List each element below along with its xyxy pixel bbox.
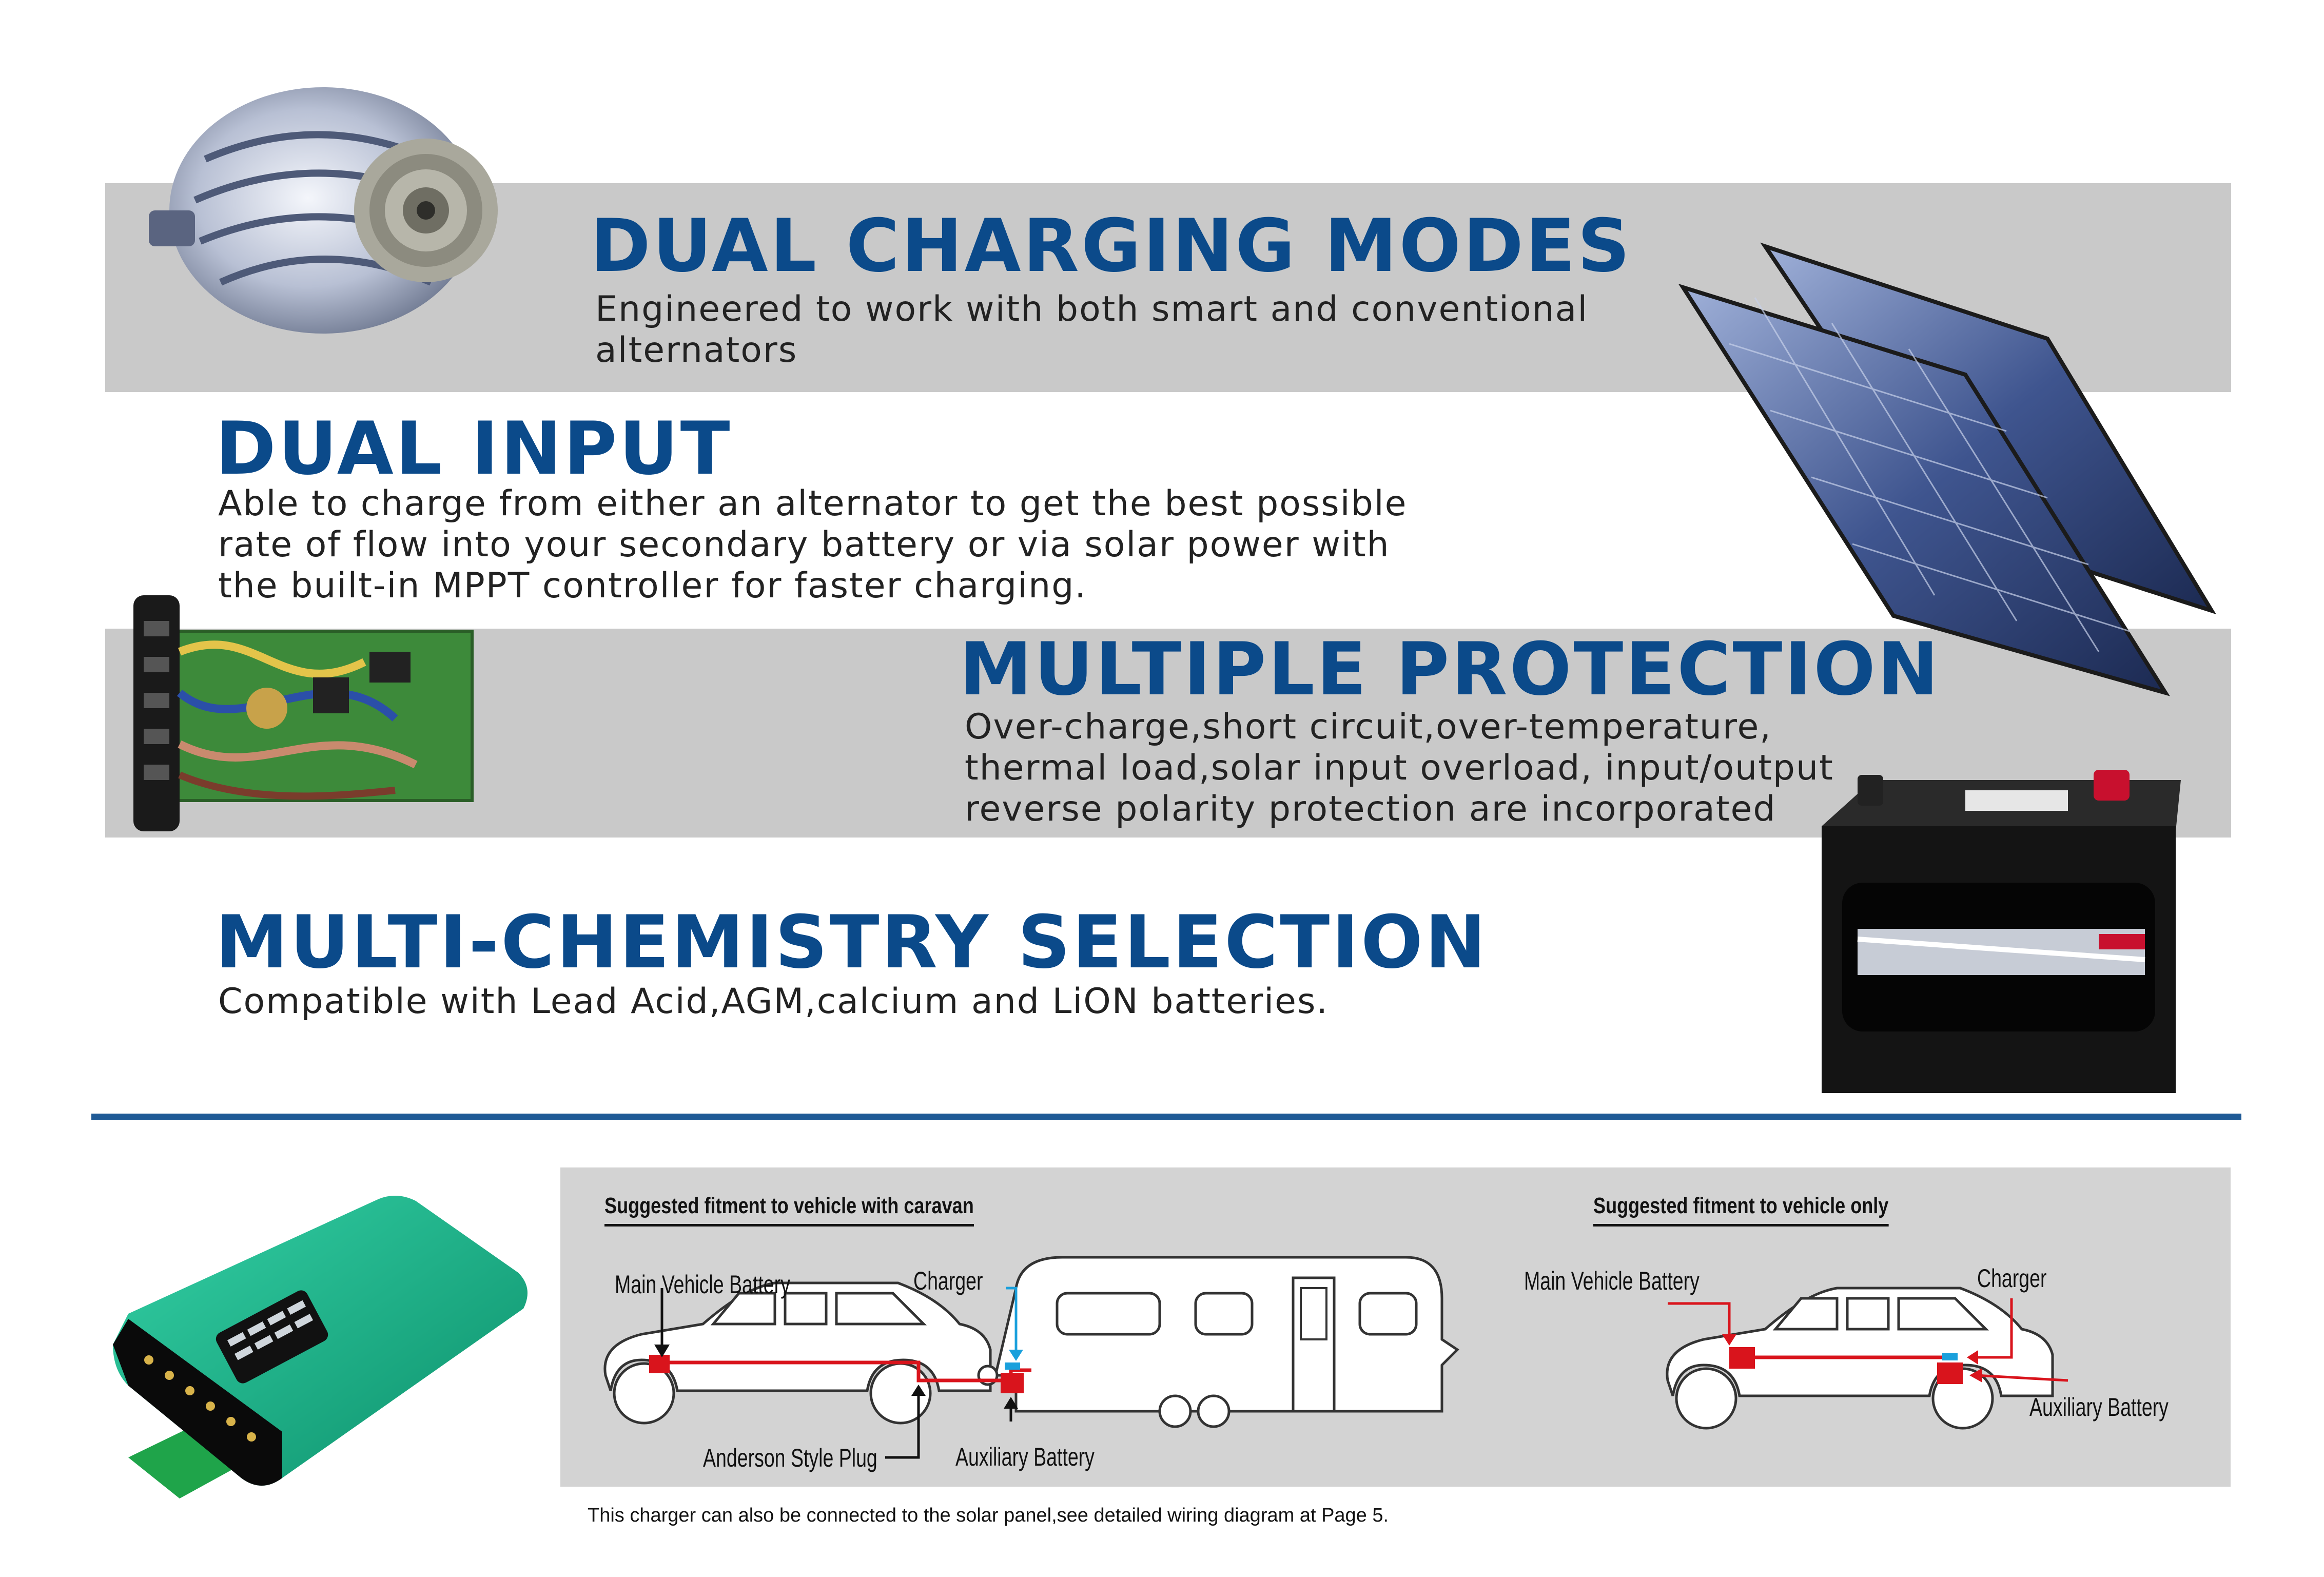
description-line: rate of flow into your secondary battery…	[218, 524, 1390, 565]
section-divider	[91, 1114, 2241, 1120]
description-line: the built-in MPPT controller for faster …	[218, 566, 1087, 606]
vehicle-fitment-heading: Suggested fitment to vehicle only	[1593, 1193, 1889, 1226]
charging-modes-title: DUAL CHARGING MODES	[590, 204, 1632, 288]
solar-panel-image	[1678, 242, 2216, 696]
caravan-aux-battery-label: Auxiliary Battery	[955, 1443, 1095, 1471]
caravan-main-battery-label: Main Vehicle Battery	[615, 1270, 790, 1299]
description-line: alternators	[595, 330, 798, 371]
alternator-image	[149, 87, 498, 334]
vehicle-main-battery-label: Main Vehicle Battery	[1524, 1267, 1700, 1295]
description-line: reverse polarity protection are incorpor…	[965, 789, 1776, 829]
description-line: Over-charge,short circuit,over-temperatu…	[965, 707, 1772, 747]
protection-description: Over-charge,short circuit,over-temperatu…	[965, 707, 1834, 830]
caravan-fitment-diagram	[603, 1256, 1459, 1459]
charger-device-image	[113, 1196, 528, 1498]
description-line: thermal load,solar input overload, input…	[965, 748, 1834, 788]
circuit-board-image	[133, 595, 474, 831]
charging-modes-description: Engineered to work with both smart and c…	[595, 289, 1588, 371]
car-battery-image	[1822, 770, 2181, 1093]
description-line: Engineered to work with both smart and c…	[595, 289, 1589, 329]
solar-wiring-footnote: This charger can also be connected to th…	[588, 1505, 1389, 1526]
caravan-charger-label: Charger	[913, 1267, 983, 1295]
description-line: Able to charge from either an alternator…	[218, 483, 1408, 524]
caravan-fitment-heading: Suggested fitment to vehicle with carava…	[604, 1193, 974, 1226]
dual-input-description: Able to charge from either an alternator…	[218, 483, 1408, 607]
vehicle-charger-label: Charger	[1977, 1264, 2047, 1293]
protection-title: MULTIPLE PROTECTION	[960, 627, 1941, 712]
description-line: Compatible with Lead Acid,AGM,calcium an…	[218, 981, 1329, 1022]
anderson-plug-label: Anderson Style Plug	[703, 1444, 877, 1472]
dual-input-title: DUAL INPUT	[216, 406, 732, 491]
chemistry-description: Compatible with Lead Acid,AGM,calcium an…	[218, 981, 1329, 1022]
vehicle-aux-battery-label: Auxiliary Battery	[2029, 1393, 2169, 1422]
vehicle-fitment-diagram	[1666, 1287, 2068, 1430]
chemistry-title: MULTI-CHEMISTRY SELECTION	[216, 900, 1488, 985]
